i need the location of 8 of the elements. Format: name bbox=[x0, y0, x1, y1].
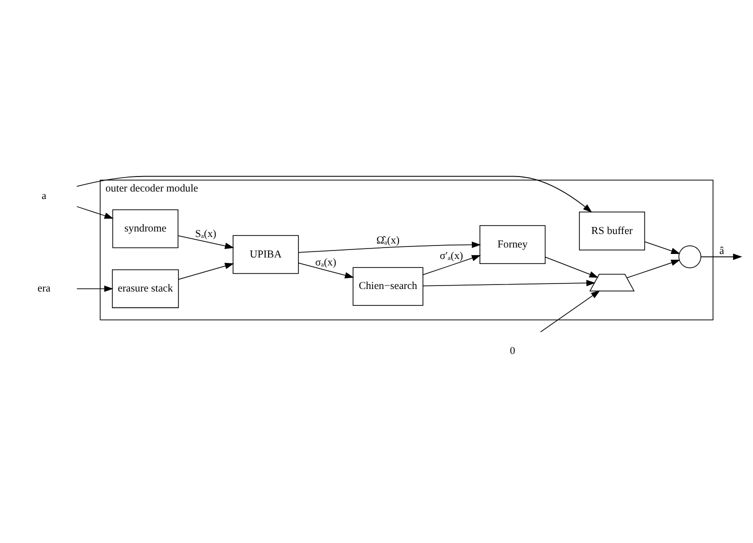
node-text: a bbox=[42, 190, 46, 202]
edge-label: Sₐ(x) bbox=[195, 228, 216, 240]
edge-label: â bbox=[719, 245, 724, 256]
edge-label: Ω̂ₐ(x) bbox=[376, 234, 400, 246]
node-text: 0 bbox=[510, 345, 516, 356]
edge-label: σ′ₐ(x) bbox=[440, 250, 464, 262]
node-text: era bbox=[38, 283, 50, 294]
edge-label: σₐ(x) bbox=[315, 256, 336, 268]
